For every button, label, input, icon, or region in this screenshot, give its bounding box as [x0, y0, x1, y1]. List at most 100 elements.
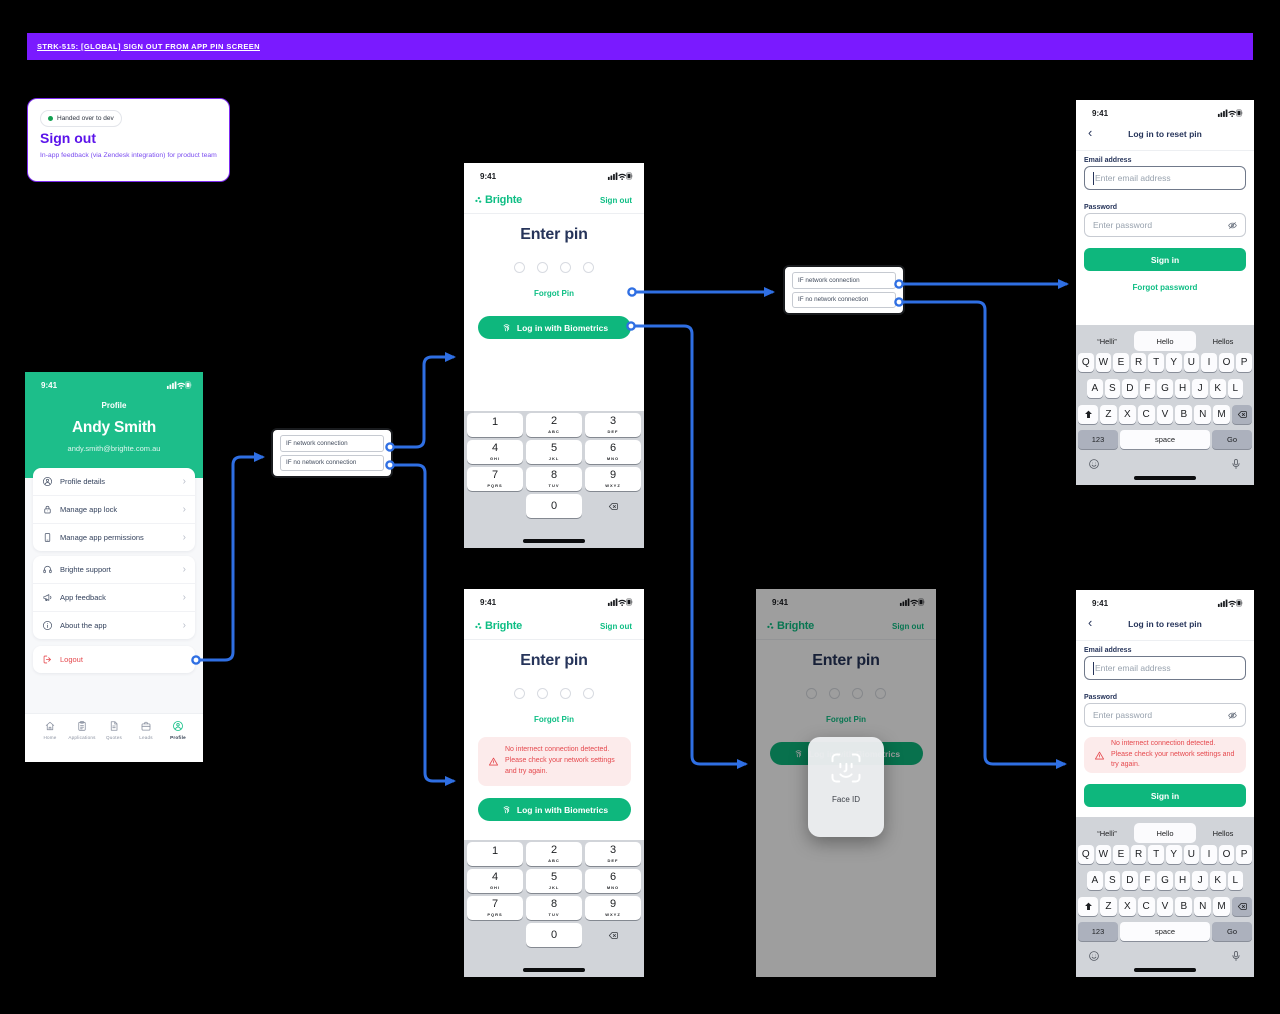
keyboard-key[interactable]: H [1174, 871, 1191, 890]
keyboard-key[interactable]: A [1087, 871, 1103, 890]
keyboard-key[interactable]: J [1192, 871, 1208, 890]
keyboard-key[interactable]: H [1174, 379, 1191, 398]
keypad-key-zero[interactable]: 0 [526, 494, 582, 518]
keyboard-key[interactable]: X [1118, 897, 1136, 916]
sign-in-button[interactable]: Sign in [1084, 248, 1246, 271]
logout-button[interactable]: Logout [33, 646, 195, 673]
keypad-key[interactable]: 1 [467, 413, 523, 437]
numbers-key[interactable]: 123 [1078, 922, 1118, 941]
menu-item-app-permissions[interactable]: Manage app permissions › [33, 523, 195, 551]
menu-item-profile-details[interactable]: Profile details › [33, 468, 195, 495]
keyboard-key[interactable]: N [1194, 897, 1212, 916]
suggestion-center[interactable]: Hello [1134, 823, 1196, 843]
keyboard-key[interactable]: C [1137, 405, 1155, 424]
keyboard-key[interactable]: D [1122, 379, 1138, 398]
keyboard-key[interactable]: F [1139, 379, 1156, 398]
keyboard-key[interactable]: W [1095, 845, 1112, 864]
backspace-key[interactable] [1232, 405, 1252, 424]
suggestion-right[interactable]: Hellos [1212, 828, 1234, 838]
nav-item-applications[interactable]: Applications [67, 720, 97, 762]
shift-key[interactable] [1078, 897, 1098, 916]
biometrics-button[interactable]: Log in with Biometrics [478, 798, 631, 821]
emoji-icon[interactable] [1088, 458, 1100, 470]
keyboard-key[interactable]: U [1183, 353, 1200, 372]
password-field[interactable] [1085, 710, 1245, 720]
emoji-icon[interactable] [1088, 950, 1100, 962]
space-key[interactable]: space [1120, 430, 1210, 449]
menu-item-feedback[interactable]: App feedback › [33, 583, 195, 611]
keyboard-key[interactable]: Z [1100, 405, 1117, 424]
keypad-key-zero[interactable]: 0 [526, 923, 582, 947]
suggestion-left[interactable]: “Helli” [1097, 828, 1117, 838]
keyboard-key[interactable]: T [1148, 845, 1164, 864]
keyboard-key[interactable]: K [1209, 379, 1226, 398]
keyboard-key[interactable]: A [1087, 379, 1103, 398]
keyboard-key[interactable]: U [1183, 845, 1200, 864]
keypad-backspace[interactable] [585, 494, 641, 518]
keyboard-key[interactable]: B [1175, 405, 1193, 424]
keyboard-key[interactable]: N [1194, 405, 1212, 424]
keyboard-key[interactable]: I [1201, 353, 1217, 372]
keyboard-key[interactable]: Q [1078, 353, 1094, 372]
keyboard-key[interactable]: O [1218, 353, 1235, 372]
eye-off-icon[interactable] [1227, 710, 1238, 721]
forgot-pin-link[interactable]: Forgot Pin [534, 715, 574, 724]
forgot-pin-link[interactable]: Forgot Pin [826, 715, 866, 724]
password-field[interactable] [1085, 220, 1245, 230]
mic-icon[interactable] [1230, 950, 1242, 962]
keyboard-key[interactable]: Q [1078, 845, 1094, 864]
forgot-pin-link[interactable]: Forgot Pin [534, 289, 574, 298]
keyboard-key[interactable]: O [1218, 845, 1235, 864]
keyboard-key[interactable]: Y [1165, 845, 1182, 864]
suggestion-right[interactable]: Hellos [1212, 336, 1234, 346]
keyboard-key[interactable]: L [1227, 379, 1244, 398]
back-chevron-icon[interactable]: ‹ [1088, 125, 1093, 140]
keypad-backspace[interactable] [585, 923, 641, 947]
keyboard-key[interactable]: M [1213, 405, 1231, 424]
keyboard-key[interactable]: K [1209, 871, 1226, 890]
keyboard-key[interactable]: E [1113, 353, 1129, 372]
suggestion-left[interactable]: “Helli” [1097, 336, 1117, 346]
keyboard-key[interactable]: B [1175, 897, 1193, 916]
keyboard-key[interactable]: G [1157, 871, 1173, 890]
forgot-password-link[interactable]: Forgot password [1132, 283, 1198, 292]
nav-item-home[interactable]: Home [35, 720, 65, 762]
numbers-key[interactable]: 123 [1078, 430, 1118, 449]
keyboard-key[interactable]: E [1113, 845, 1129, 864]
keyboard-key[interactable]: R [1130, 353, 1147, 372]
keyboard-key[interactable]: I [1201, 845, 1217, 864]
keyboard-key[interactable]: G [1157, 379, 1173, 398]
keyboard-key[interactable]: R [1130, 845, 1147, 864]
email-field[interactable] [1085, 663, 1245, 673]
keyboard-key[interactable]: P [1236, 353, 1252, 372]
mic-icon[interactable] [1230, 458, 1242, 470]
biometrics-button[interactable]: Log in with Biometrics [478, 316, 631, 339]
sign-out-link[interactable]: Sign out [600, 621, 632, 631]
sign-out-link[interactable]: Sign out [600, 195, 632, 205]
eye-off-icon[interactable] [1227, 220, 1238, 231]
keyboard-key[interactable]: P [1236, 845, 1252, 864]
nav-item-quotes[interactable]: Quotes [99, 720, 129, 762]
keyboard-key[interactable]: L [1227, 871, 1244, 890]
backspace-key[interactable] [1232, 897, 1252, 916]
ticket-link[interactable]: STRK-515: [GLOBAL] SIGN OUT FROM APP PIN… [37, 42, 260, 51]
keyboard-key[interactable]: S [1104, 379, 1121, 398]
menu-item-app-lock[interactable]: Manage app lock › [33, 495, 195, 523]
keyboard-key[interactable]: V [1156, 405, 1174, 424]
space-key[interactable]: space [1120, 922, 1210, 941]
keyboard-key[interactable]: C [1137, 897, 1155, 916]
keyboard-key[interactable]: T [1148, 353, 1164, 372]
keyboard-key[interactable]: W [1095, 353, 1112, 372]
keyboard-key[interactable]: J [1192, 379, 1208, 398]
nav-item-leads[interactable]: Leads [131, 720, 161, 762]
